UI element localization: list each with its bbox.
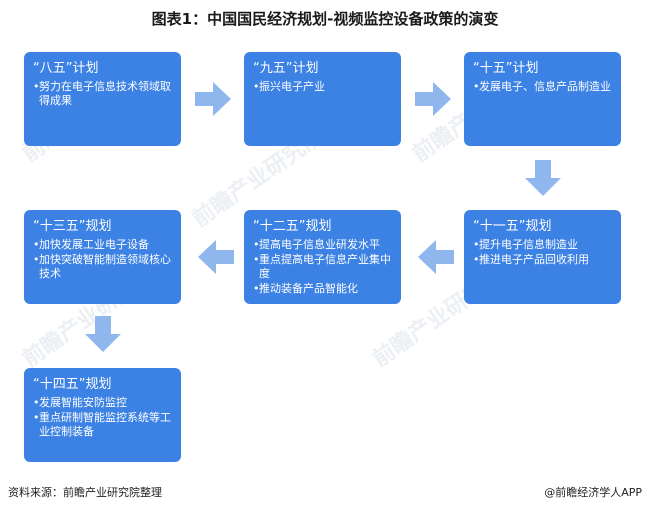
stage-item: 推动装备产品智能化: [253, 282, 392, 296]
stage-heading: “十一五”规划: [473, 219, 552, 234]
arrow-left-icon: [198, 240, 234, 274]
credit-note: @前瞻经济学人APP: [544, 486, 642, 499]
stage-box-12th: “十二五”规划 提高电子信息业研发水平 重点提高电子信息产业集中度 推动装备产品…: [244, 210, 401, 304]
stage-heading: “十三五”规划: [33, 219, 112, 234]
stage-item: 加快突破智能制造领域核心技术: [33, 253, 172, 281]
stage-item: 发展智能安防监控: [33, 396, 172, 410]
arrow-down-icon: [525, 160, 561, 196]
stage-item: 提高电子信息业研发水平: [253, 238, 392, 252]
stage-heading: “十四五”规划: [33, 377, 112, 392]
arrow-right-icon: [415, 82, 451, 116]
stage-item: 振兴电子产业: [253, 80, 392, 94]
arrow-left-icon: [418, 240, 454, 274]
stage-item: 重点提高电子信息产业集中度: [253, 253, 392, 281]
arrow-down-icon: [85, 316, 121, 352]
stage-item: 推进电子产品回收利用: [473, 253, 612, 267]
chart-title: 图表1：中国国民经济规划-视频监控设备政策的演变: [151, 10, 499, 28]
stage-box-14th: “十四五”规划 发展智能安防监控 重点研制智能监控系统等工业控制装备: [24, 368, 181, 462]
stage-item: 加快发展工业电子设备: [33, 238, 172, 252]
stage-box-11th: “十一五”规划 提升电子信息制造业 推进电子产品回收利用: [464, 210, 621, 304]
stage-heading: “九五”计划: [253, 61, 319, 76]
stage-item: 发展电子、信息产品制造业: [473, 80, 612, 94]
stage-heading: “十五”计划: [473, 61, 539, 76]
stage-box-9th: “九五”计划 振兴电子产业: [244, 52, 401, 146]
stage-heading: “十二五”规划: [253, 219, 332, 234]
stage-box-13th: “十三五”规划 加快发展工业电子设备 加快突破智能制造领域核心技术: [24, 210, 181, 304]
stage-heading: “八五”计划: [33, 61, 99, 76]
stage-item: 重点研制智能监控系统等工业控制装备: [33, 411, 172, 439]
stage-item: 提升电子信息制造业: [473, 238, 612, 252]
arrow-right-icon: [195, 82, 231, 116]
stage-item: 努力在电子信息技术领域取得成果: [33, 80, 172, 108]
stage-box-10th: “十五”计划 发展电子、信息产品制造业: [464, 52, 621, 146]
stage-box-8th: “八五”计划 努力在电子信息技术领域取得成果: [24, 52, 181, 146]
source-note: 资料来源：前瞻产业研究院整理: [8, 486, 162, 499]
